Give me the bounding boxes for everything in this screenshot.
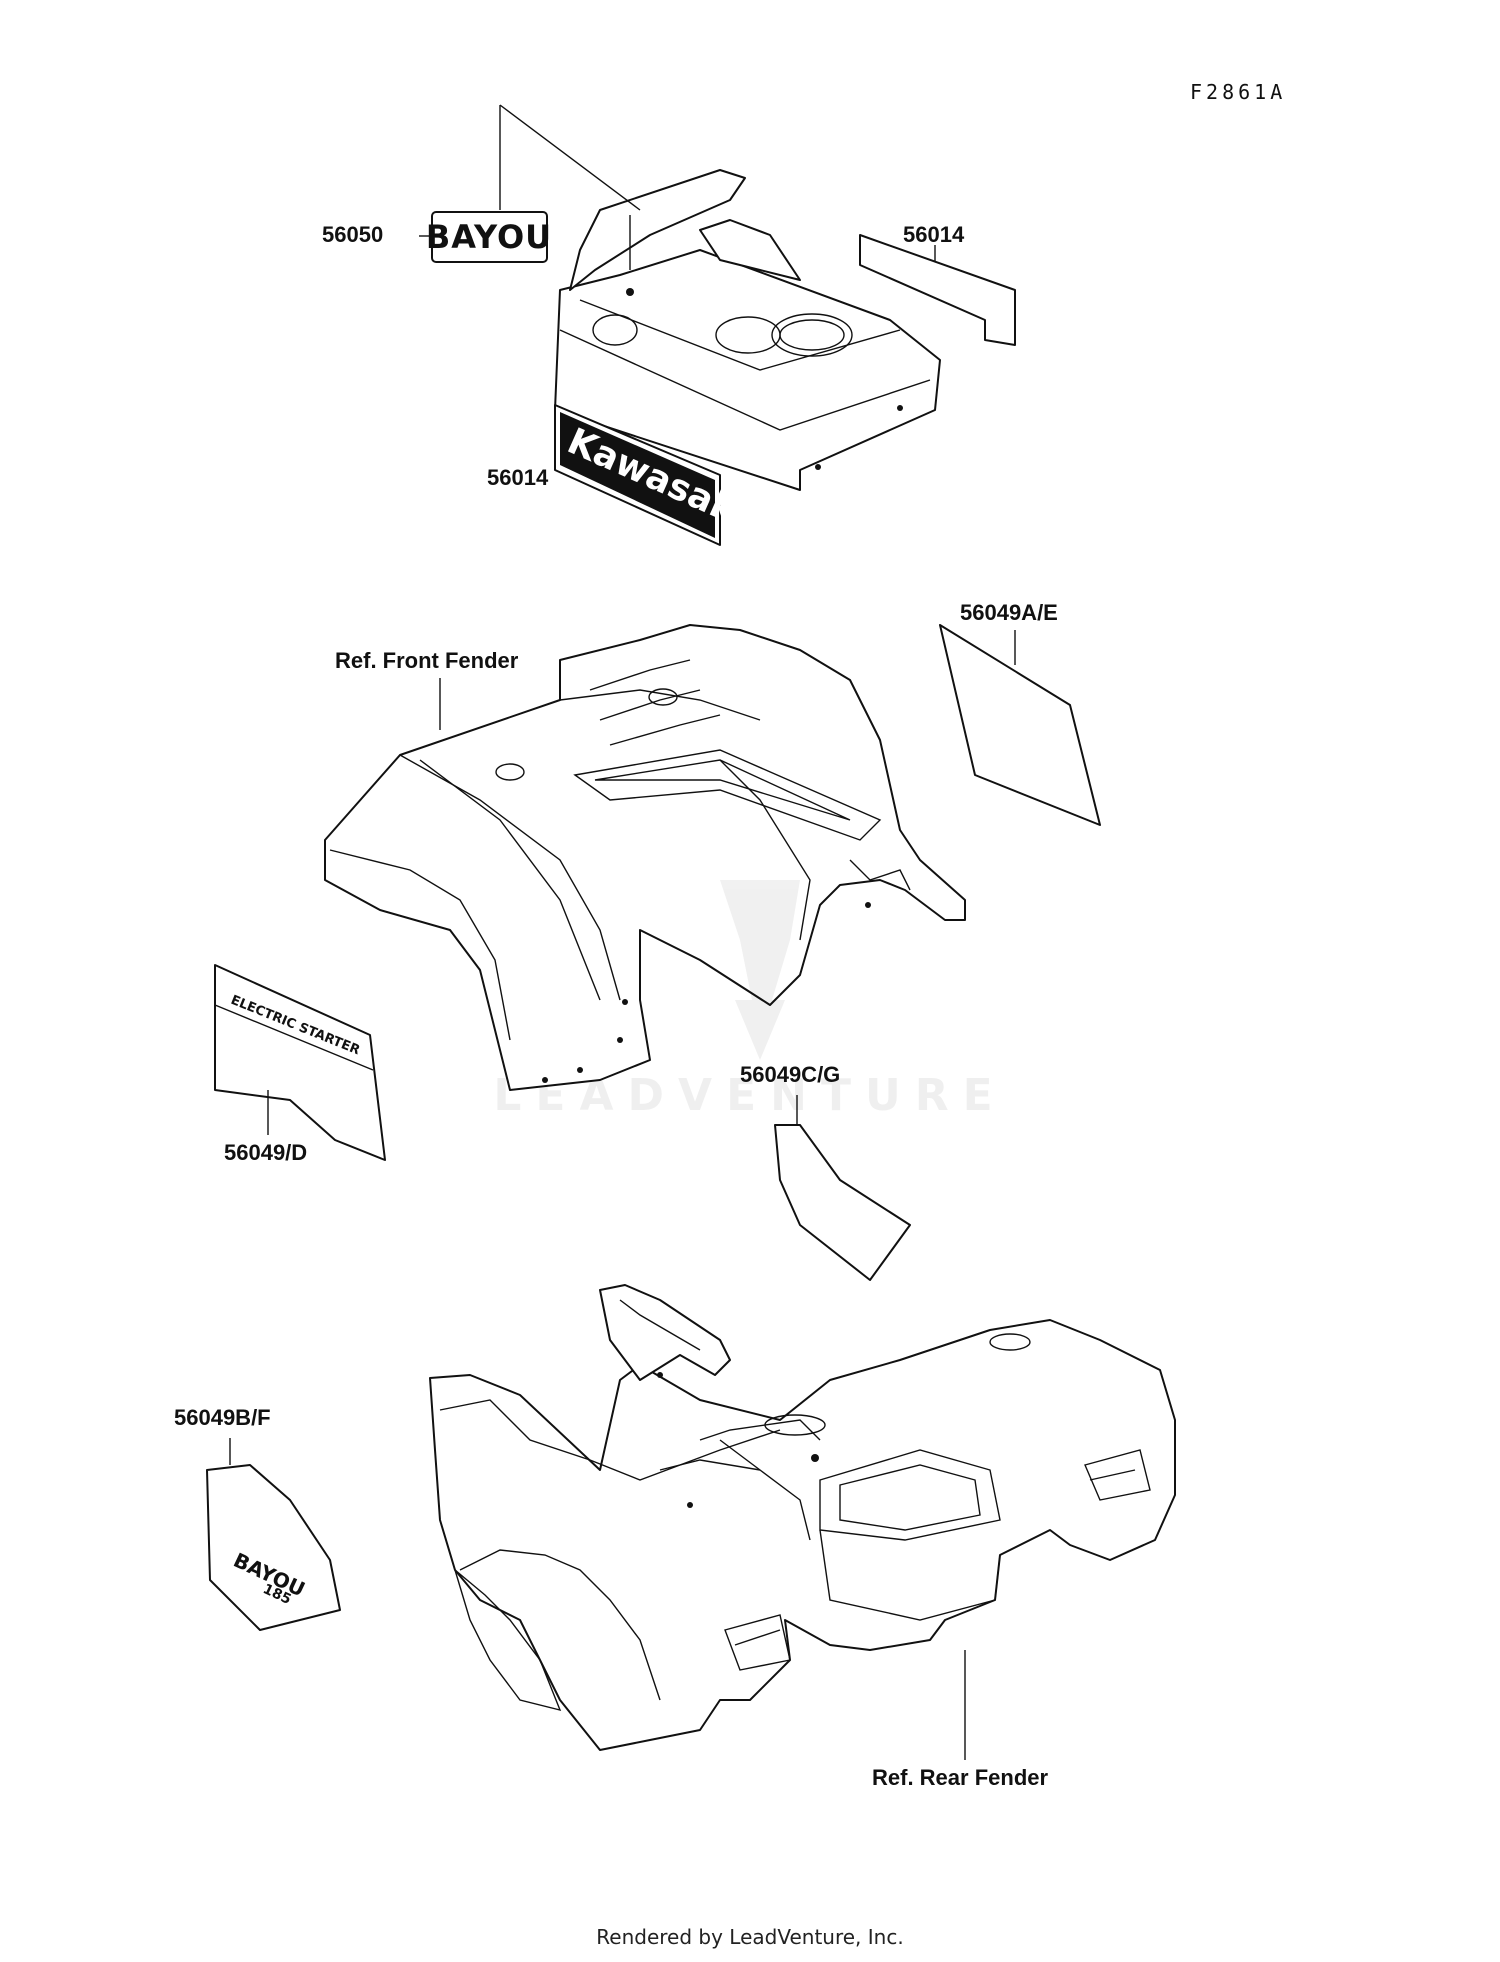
bayou-decal-text: BAYOU: [426, 218, 552, 256]
callout-56049bf: 56049B/F: [174, 1405, 271, 1430]
callout-56049ae: 56049A/E: [960, 600, 1058, 625]
callout-56049d: 56049/D: [224, 1140, 308, 1165]
decal-56049cg: [774, 1124, 911, 1281]
figure-id: F2861A: [1190, 80, 1287, 104]
callout-front-fender: Ref. Front Fender: [335, 648, 519, 673]
strip-decal-top: [859, 234, 1016, 346]
decal-56049ae: [939, 624, 1101, 826]
bayou-decal: BAYOU: [426, 211, 552, 263]
callout-56050: 56050: [322, 222, 384, 247]
electric-starter-decal: ELECTRIC STARTER: [214, 964, 386, 1161]
meter-cover-part: [554, 169, 941, 491]
front-fender-part: [324, 624, 966, 1091]
watermark-emblem: [720, 880, 800, 1060]
callout-rear-fender: Ref. Rear Fender: [872, 1765, 1049, 1790]
decal-56049bf: BAYOU 185: [206, 1464, 341, 1631]
footer-credit: Rendered by LeadVenture, Inc.: [596, 1925, 904, 1949]
callout-56014-mid: 56014: [487, 465, 549, 490]
callout-56049cg: 56049C/G: [740, 1062, 841, 1087]
callout-56014-top: 56014: [903, 222, 965, 247]
rear-fender-part: [429, 1284, 1176, 1751]
